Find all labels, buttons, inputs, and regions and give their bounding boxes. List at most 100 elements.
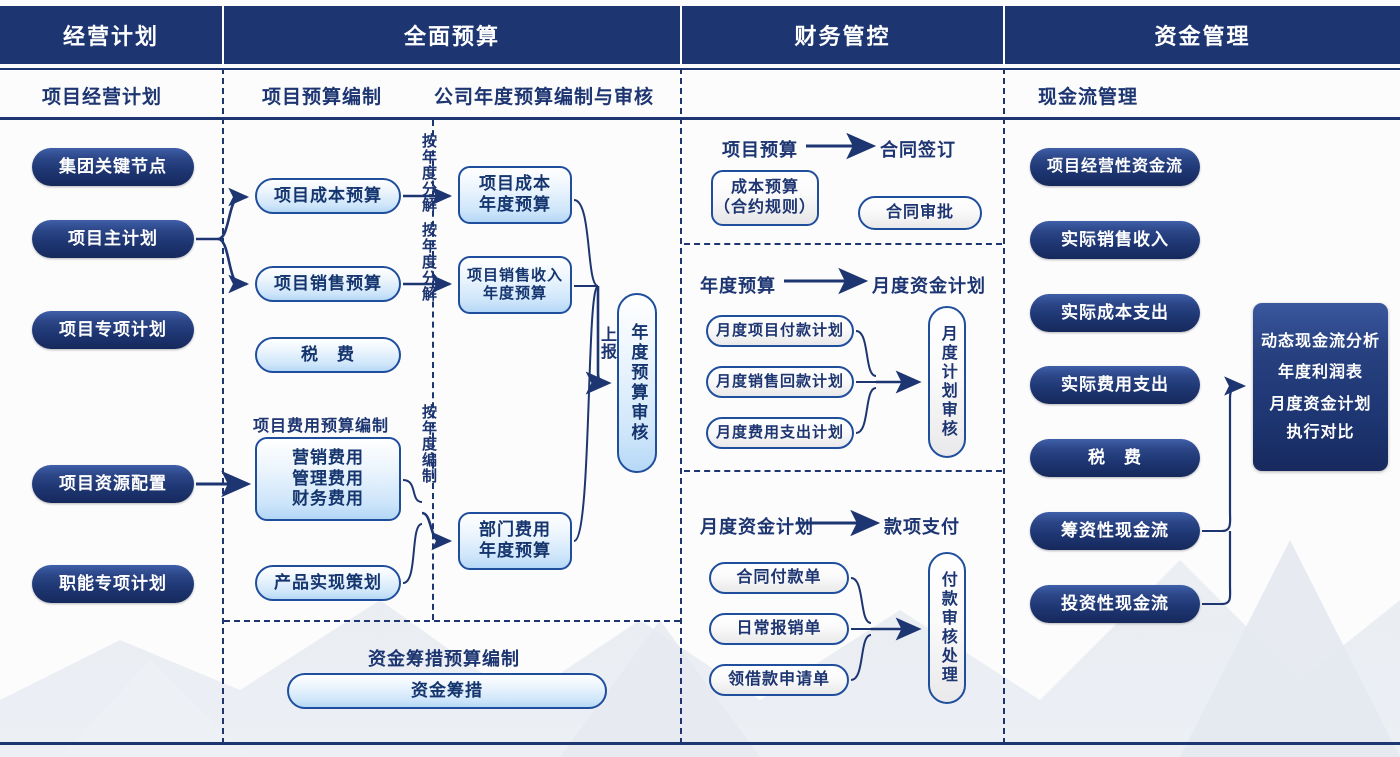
col1-item-4[interactable]: 职能专项计划 bbox=[32, 565, 194, 603]
col3-item-0[interactable]: 项目成本 年度预算 bbox=[458, 166, 572, 224]
cashflow-analysis-box[interactable]: 动态现金流分析 年度利润表 月度资金计划 执行对比 bbox=[1253, 303, 1388, 471]
finance-s3-item-1[interactable]: 日常报销单 bbox=[709, 613, 849, 645]
col4-item-0-label: 项目经营性资金流 bbox=[1046, 158, 1183, 176]
col4-item-6[interactable]: 投资性现金流 bbox=[1030, 585, 1200, 623]
col3-item-1-line2: 年度预算 bbox=[482, 285, 547, 302]
vertical-label-2: 按年度编制 bbox=[420, 404, 437, 484]
col3-item-2-line1: 部门费用 bbox=[479, 520, 551, 540]
funding-box[interactable]: 资金筹措 bbox=[287, 673, 607, 709]
finance-s2-to: 月度资金计划 bbox=[872, 276, 986, 296]
finance-s2-item-1[interactable]: 月度销售回款计划 bbox=[706, 366, 854, 398]
header-bar bbox=[0, 6, 1400, 64]
col1-item-0[interactable]: 集团关键节点 bbox=[32, 148, 194, 186]
cashflow-analysis-line3: 月度资金计划 bbox=[1269, 396, 1372, 413]
col2-item-0[interactable]: 项目成本预算 bbox=[255, 178, 401, 214]
col3-item-0-line1: 项目成本 bbox=[479, 174, 551, 194]
finance-divider-2 bbox=[684, 470, 1002, 472]
col4-item-4[interactable]: 税 费 bbox=[1030, 439, 1200, 477]
header-divider-2 bbox=[680, 6, 682, 64]
col1-item-4-label: 职能专项计划 bbox=[59, 573, 167, 593]
finance-s1-left-line2: （合约规则） bbox=[713, 199, 816, 216]
subheader-col-2: 项目预算编制 bbox=[262, 86, 383, 108]
finance-s3-review[interactable]: 付款审核处理 bbox=[928, 552, 966, 704]
finance-s3-review-label: 付款审核处理 bbox=[938, 571, 956, 685]
column-divider-inner-budget bbox=[432, 120, 434, 620]
finance-s2-item-2[interactable]: 月度费用支出计划 bbox=[706, 417, 854, 449]
subheader-rule-bottom bbox=[0, 117, 1400, 120]
vertical-label-0: 按年度分解 bbox=[420, 133, 437, 213]
finance-divider-1 bbox=[684, 243, 1002, 245]
finance-s3-item-1-label: 日常报销单 bbox=[736, 620, 822, 638]
finance-s3-item-2-label: 领借款申请单 bbox=[727, 671, 830, 689]
col4-item-5-label: 筹资性现金流 bbox=[1061, 520, 1169, 540]
header-col-1: 经营计划 bbox=[62, 24, 159, 49]
finance-s2-item-0[interactable]: 月度项目付款计划 bbox=[706, 315, 854, 347]
funding-box-label: 资金筹措 bbox=[411, 680, 483, 700]
finance-s3-item-0[interactable]: 合同付款单 bbox=[709, 562, 849, 594]
col4-item-1-label: 实际销售收入 bbox=[1061, 229, 1169, 249]
finance-s3-from: 月度资金计划 bbox=[700, 517, 814, 537]
product-plan-box[interactable]: 产品实现策划 bbox=[255, 565, 401, 601]
col3-item-2-line2: 年度预算 bbox=[479, 541, 551, 560]
header-col-3: 财务管控 bbox=[794, 24, 891, 49]
col4-item-2[interactable]: 实际成本支出 bbox=[1030, 294, 1200, 332]
submit-label: 上报 bbox=[598, 326, 615, 360]
cashflow-analysis-line4: 执行对比 bbox=[1286, 423, 1355, 441]
subheader-rule-top bbox=[0, 68, 1400, 70]
col4-item-2-label: 实际成本支出 bbox=[1061, 302, 1169, 322]
col2-item-2-label: 税 费 bbox=[301, 344, 355, 364]
footer-rule bbox=[0, 742, 1400, 745]
header-divider-1 bbox=[222, 6, 224, 64]
col4-item-5[interactable]: 筹资性现金流 bbox=[1030, 512, 1200, 550]
finance-s3-to: 款项支付 bbox=[884, 517, 960, 537]
finance-s2-review-label: 月度计划审核 bbox=[938, 325, 956, 439]
finance-s1-left-line1: 成本预算 bbox=[730, 179, 799, 197]
col4-item-0[interactable]: 项目经营性资金流 bbox=[1030, 148, 1200, 186]
finance-s2-item-2-label: 月度费用支出计划 bbox=[715, 423, 844, 441]
finance-s2-review[interactable]: 月度计划审核 bbox=[928, 306, 966, 458]
col2-item-1[interactable]: 项目销售预算 bbox=[255, 266, 401, 302]
col4-item-4-label: 税 费 bbox=[1088, 447, 1142, 467]
finance-s1-right-label: 合同审批 bbox=[885, 204, 954, 222]
finance-s1-right-box[interactable]: 合同审批 bbox=[858, 196, 982, 230]
annual-budget-review-label: 年度预算审核 bbox=[628, 323, 648, 443]
finance-s2-item-0-label: 月度项目付款计划 bbox=[715, 321, 844, 339]
finance-s2-item-1-label: 月度销售回款计划 bbox=[715, 372, 844, 390]
product-plan-label: 产品实现策划 bbox=[274, 572, 382, 592]
col2-item-0-label: 项目成本预算 bbox=[274, 185, 382, 205]
col1-item-2-label: 项目专项计划 bbox=[59, 319, 167, 339]
col4-item-1[interactable]: 实际销售收入 bbox=[1030, 221, 1200, 259]
finance-s3-item-0-label: 合同付款单 bbox=[736, 569, 822, 587]
col1-item-3[interactable]: 项目资源配置 bbox=[32, 465, 194, 503]
col1-item-0-label: 集团关键节点 bbox=[59, 156, 167, 176]
cashflow-analysis-line1: 动态现金流分析 bbox=[1260, 332, 1380, 350]
col2-item-2[interactable]: 税 费 bbox=[255, 337, 401, 373]
col1-item-1[interactable]: 项目主计划 bbox=[32, 220, 194, 258]
subheader-col-3: 公司年度预算编制与审核 bbox=[434, 86, 655, 108]
col1-item-2[interactable]: 项目专项计划 bbox=[32, 311, 194, 349]
header-col-2: 全面预算 bbox=[403, 24, 500, 49]
column-divider-2 bbox=[680, 68, 682, 744]
expense-line-1: 管理费用 bbox=[292, 468, 364, 488]
finance-s2-from: 年度预算 bbox=[700, 276, 776, 296]
col3-item-1[interactable]: 项目销售收入 年度预算 bbox=[458, 256, 572, 314]
funding-section-divider bbox=[224, 620, 680, 622]
col3-item-0-line2: 年度预算 bbox=[479, 195, 551, 214]
subheader-col-1: 项目经营计划 bbox=[42, 86, 163, 108]
finance-s1-from: 项目预算 bbox=[722, 140, 798, 160]
finance-s1-left-box[interactable]: 成本预算 （合约规则） bbox=[711, 170, 819, 226]
column-divider-3 bbox=[1003, 68, 1005, 744]
subheader-col-4: 现金流管理 bbox=[1038, 86, 1139, 108]
col3-item-2[interactable]: 部门费用 年度预算 bbox=[458, 512, 572, 570]
vertical-label-1: 按年度分解 bbox=[420, 222, 437, 302]
expense-line-2: 财务费用 bbox=[292, 489, 364, 509]
col4-item-3[interactable]: 实际费用支出 bbox=[1030, 366, 1200, 404]
finance-s1-to: 合同签订 bbox=[880, 140, 956, 160]
expense-group-box[interactable]: 营销费用 管理费用 财务费用 bbox=[255, 437, 401, 521]
finance-s3-item-2[interactable]: 领借款申请单 bbox=[709, 664, 849, 696]
annual-budget-review[interactable]: 年度预算审核 bbox=[617, 293, 657, 473]
col1-item-1-label: 项目主计划 bbox=[68, 228, 158, 248]
expense-line-0: 营销费用 bbox=[292, 447, 364, 467]
col1-item-3-label: 项目资源配置 bbox=[59, 473, 167, 493]
